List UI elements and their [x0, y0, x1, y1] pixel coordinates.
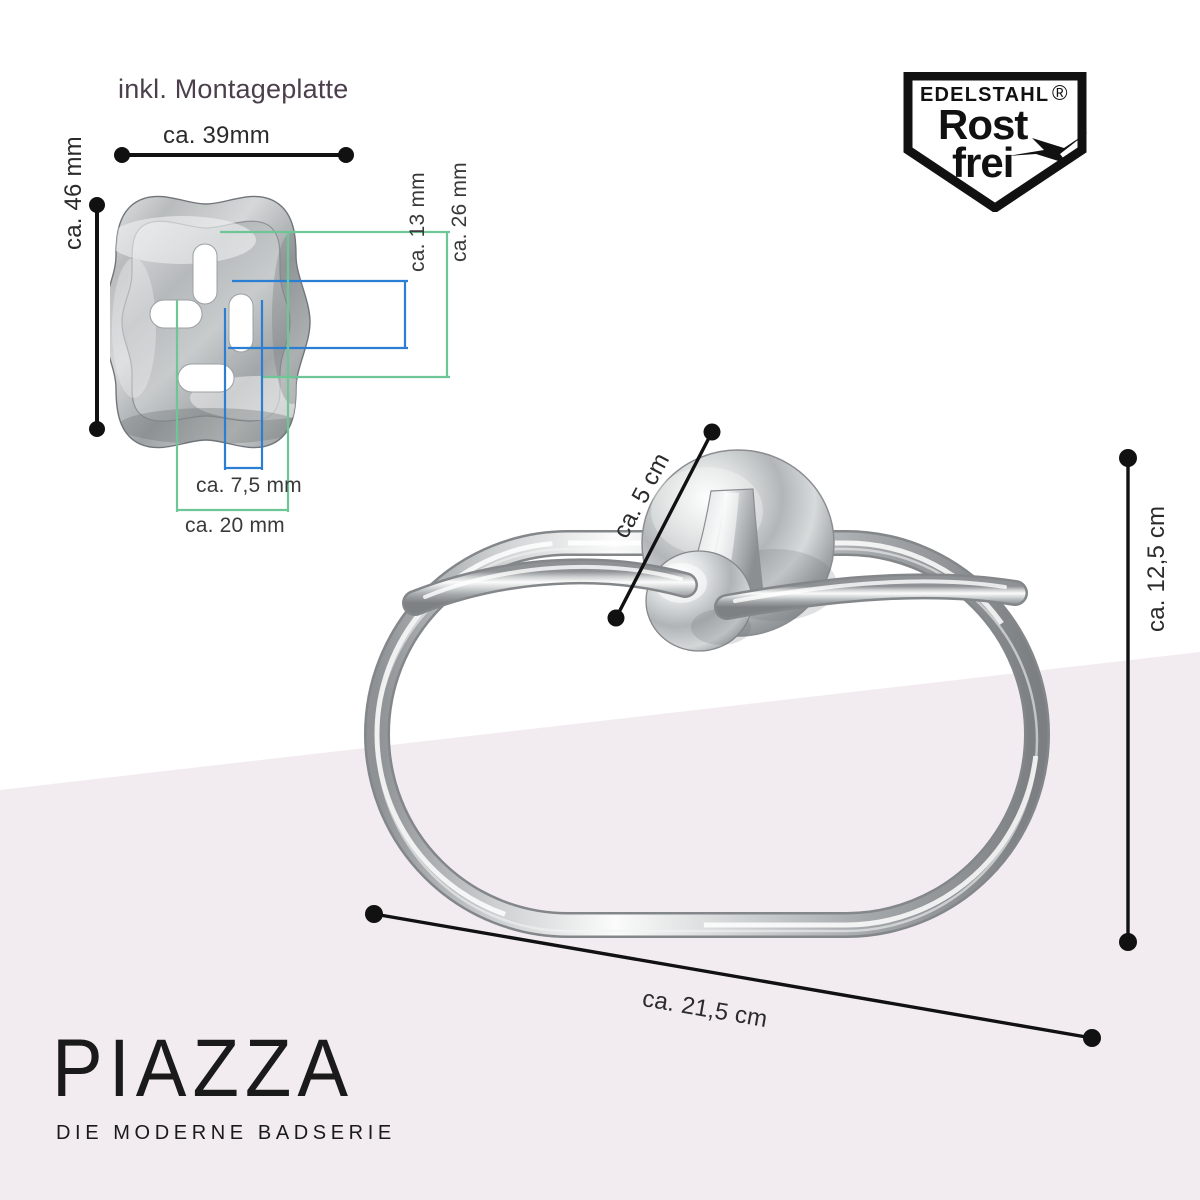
plate-width-dimension-line: [122, 153, 346, 157]
plate-inner-height-blue-label: ca. 13 mm: [406, 172, 429, 272]
brand-block: PIAZZA DIE MODERNE BADSERIE: [52, 1022, 396, 1145]
mounting-plate-illustration: [101, 188, 360, 456]
plate-width-dot-left: [114, 147, 130, 163]
plate-height-dot-top: [89, 197, 105, 213]
brand-tagline: DIE MODERNE BADSERIE: [56, 1122, 396, 1144]
product-height-label: ca. 12,5 cm: [1143, 505, 1170, 632]
brand-name: PIAZZA: [52, 1022, 355, 1115]
plate-width-dot-right: [338, 147, 354, 163]
logo-line1: Rost: [938, 101, 1028, 148]
plate-inner-width-green-label: ca. 20 mm: [185, 514, 285, 537]
edelstahl-rostfrei-logo: EDELSTAHL ® Rost frei: [900, 71, 1090, 214]
towel-ring-illustration: [355, 415, 1085, 955]
logo-line2: frei: [952, 139, 1014, 186]
logo-top-text: EDELSTAHL: [920, 84, 1050, 106]
plate-height-dot-bottom: [89, 421, 105, 437]
mounting-plate-heading: inkl. Montageplatte: [118, 74, 349, 104]
registered-mark-icon: ®: [1052, 82, 1068, 105]
plate-height-dimension-line: [95, 205, 99, 427]
swoosh-arrow-icon: [1008, 132, 1088, 164]
plate-inner-height-green-label: ca. 26 mm: [448, 162, 471, 262]
plate-height-label: ca. 46 mm: [60, 136, 87, 250]
plate-inner-width-blue-label: ca. 7,5 mm: [196, 474, 302, 497]
plate-width-label: ca. 39mm: [163, 122, 270, 149]
